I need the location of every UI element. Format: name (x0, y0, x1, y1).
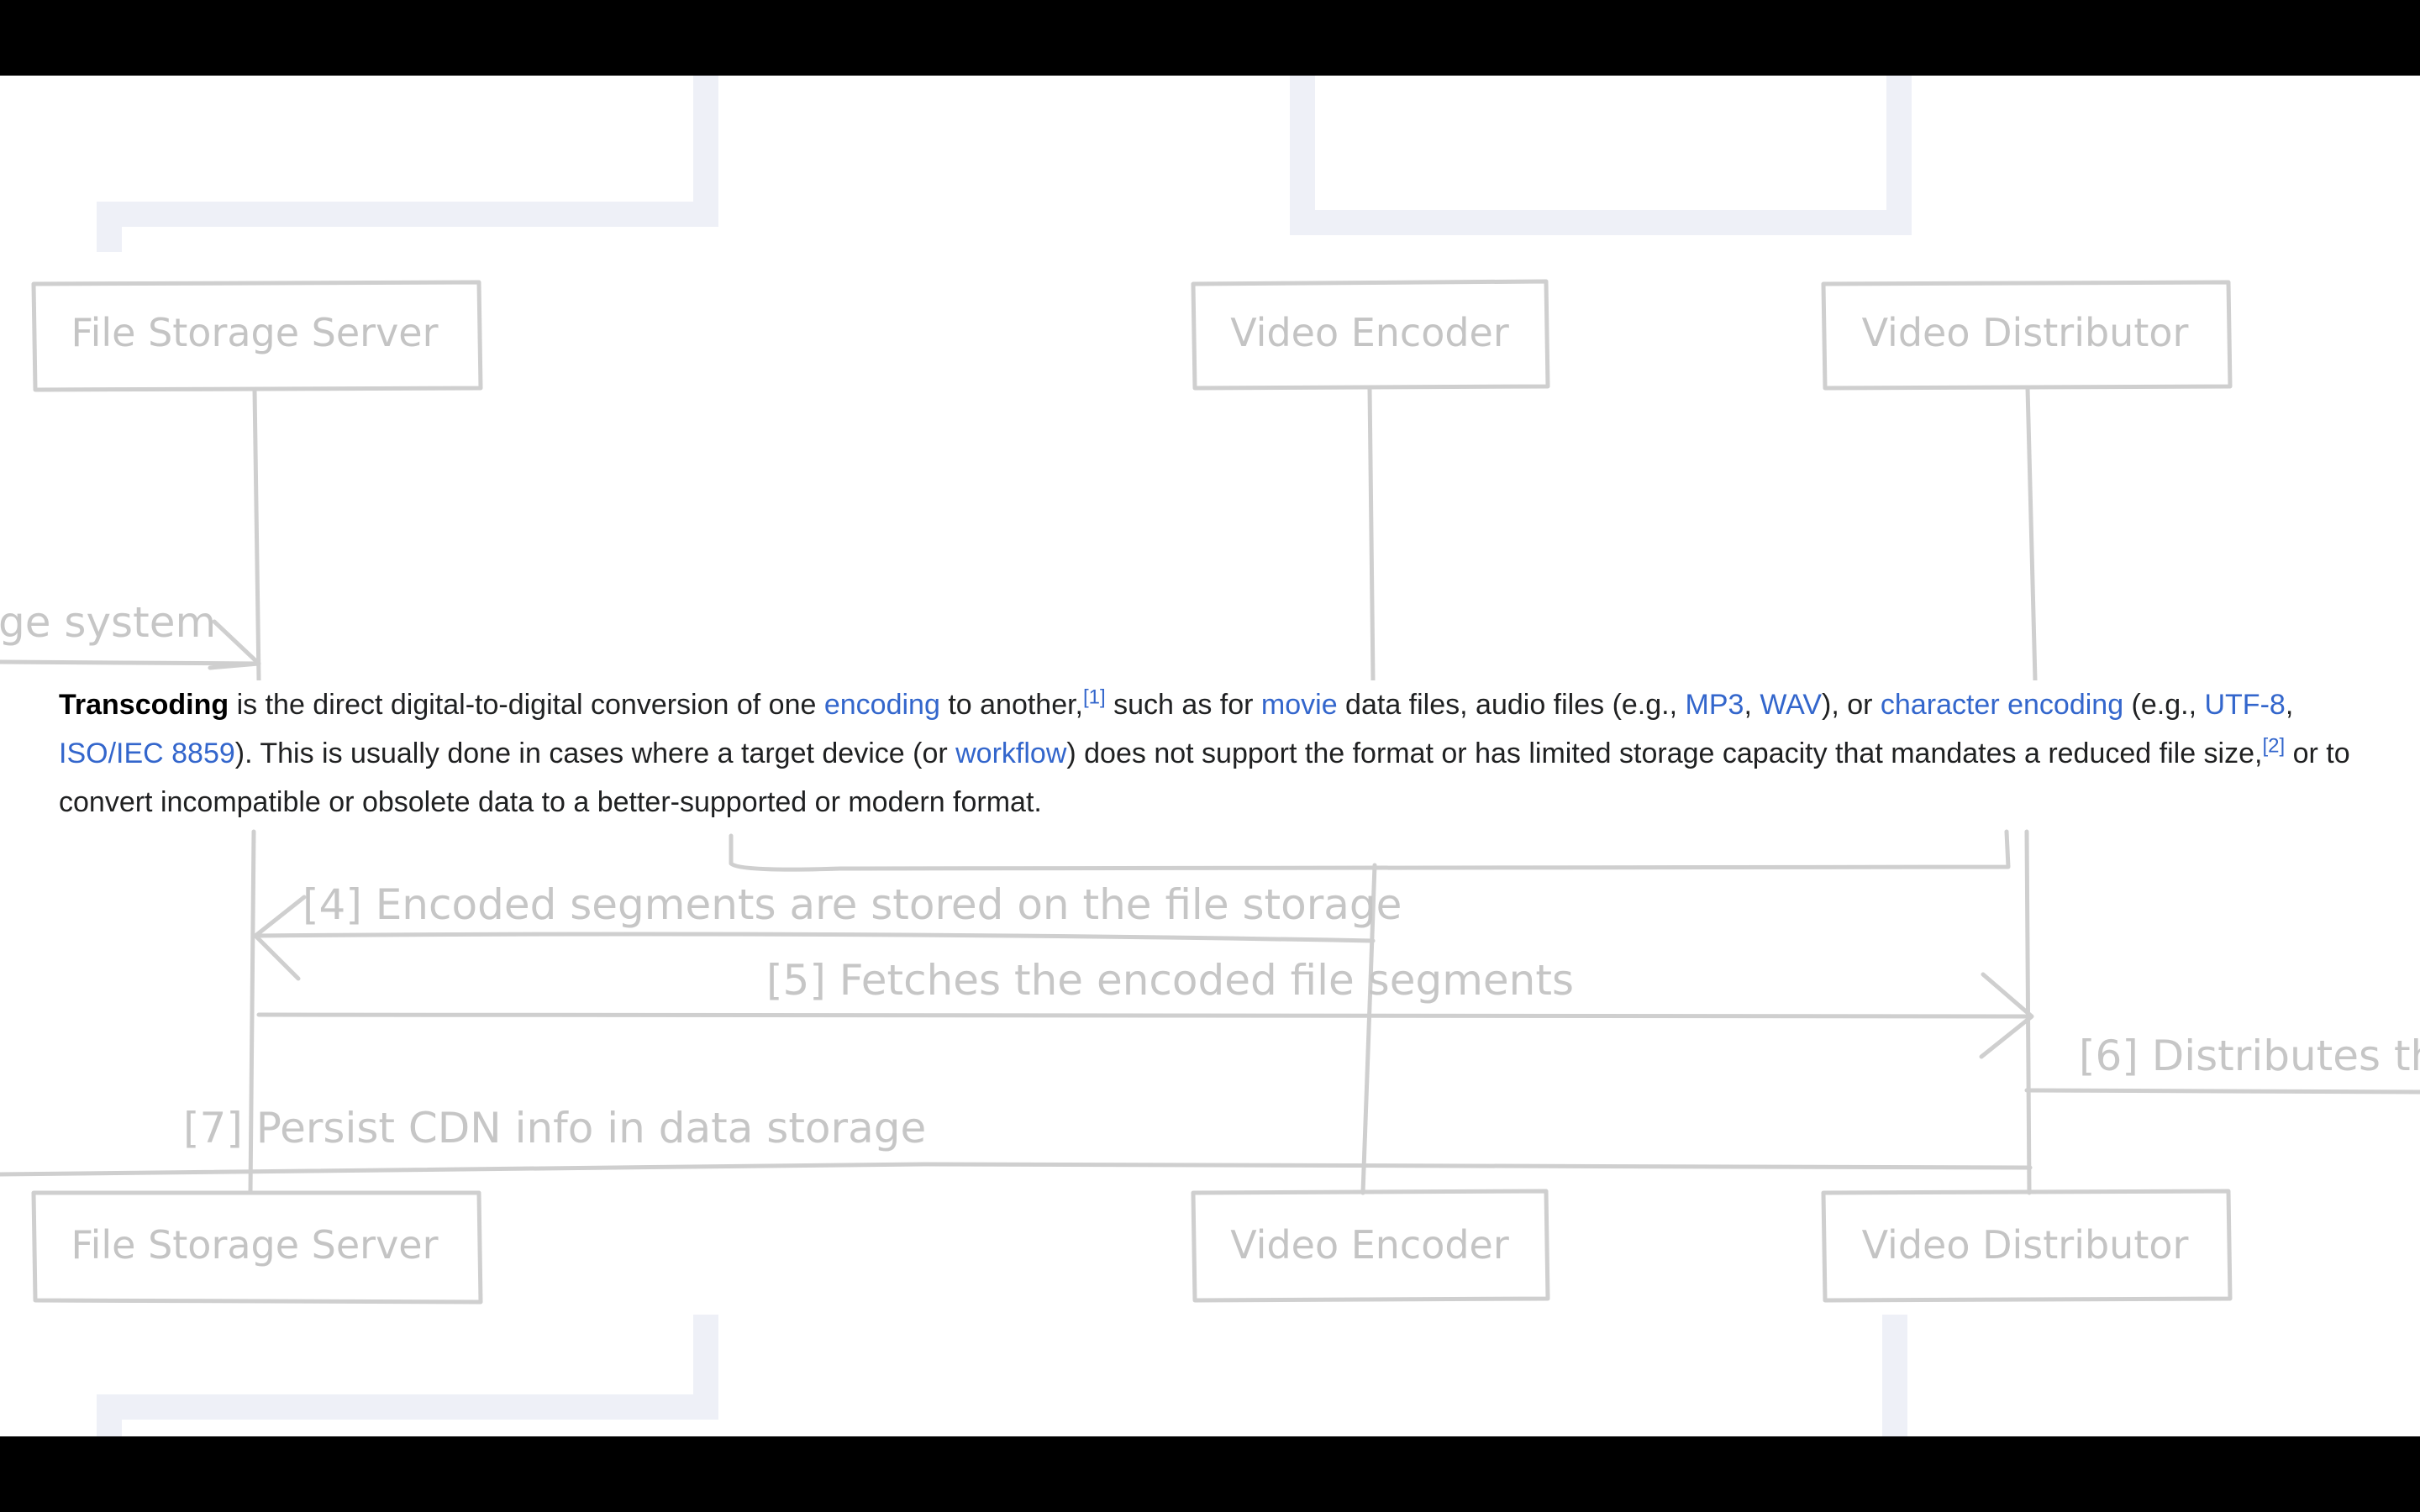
lifeline-encoder (1360, 386, 1377, 1195)
link-workflow[interactable]: workflow (955, 738, 1067, 769)
message-4: [4] Encoded segments are stored on the f… (253, 880, 1402, 981)
article-text: data files, audio files (e.g., (1337, 689, 1686, 721)
svg-text:Video Distributor: Video Distributor (1862, 310, 2189, 355)
article-text: ). This is usually done in cases where a… (234, 738, 956, 769)
article-text: ), or (1822, 689, 1881, 721)
article-paragraph: Transcoding is the direct digital-to-dig… (52, 680, 2402, 827)
group-frame-bottom-left (97, 1315, 718, 1436)
article-text: or to convert incompatible or obsolete d… (59, 738, 2350, 818)
video-frame: File Storage Server Video Encoder Video … (0, 76, 2420, 1436)
link-movie[interactable]: movie (1260, 689, 1338, 721)
article-text: ) does not support the format or has lim… (1066, 738, 2263, 769)
message-6: [6] Distributes the (2024, 1032, 2420, 1095)
svg-text:[7] Persist CDN info in data s: [7] Persist CDN info in data storage (183, 1104, 926, 1152)
article-text: to another, (939, 689, 1084, 721)
svg-text:File Storage Server: File Storage Server (71, 1222, 438, 1268)
article-text: is the direct digital-to-digital convers… (229, 689, 824, 721)
svg-text:[6] Distributes the: [6] Distributes the (2079, 1032, 2420, 1080)
link-iso-iec-8859[interactable]: ISO/IEC 8859 (59, 738, 235, 769)
link-character-encoding[interactable]: character encoding (1880, 689, 2124, 721)
svg-text:Video Encoder: Video Encoder (1230, 1222, 1509, 1268)
lifeline-storage (248, 387, 261, 1195)
svg-text:[5] Fetches the encoded file s: [5] Fetches the encoded file segments (766, 956, 1574, 1005)
svg-text:Video Distributor: Video Distributor (1862, 1222, 2189, 1268)
group-frame-top-right (1290, 76, 1912, 235)
participant-box-distributor-bottom: Video Distributor (1821, 1189, 2233, 1303)
message-7: [7] Persist CDN info in data storage (0, 1104, 2033, 1177)
link-wav[interactable]: WAV (1760, 689, 1823, 721)
message-5: [5] Fetches the encoded file segments (256, 956, 2034, 1059)
article-text: , (1744, 689, 1760, 721)
article-text: , (2285, 689, 2294, 721)
message-storage-system: ge system (0, 598, 261, 670)
article-text: such as for (1105, 689, 1261, 721)
participant-box-storage-bottom: File Storage Server (31, 1190, 483, 1305)
link-mp3[interactable]: MP3 (1685, 689, 1744, 721)
svg-text:[4] Encoded segments are store: [4] Encoded segments are stored on the f… (302, 880, 1402, 929)
reference-2[interactable]: [2] (2262, 734, 2286, 758)
svg-text:File Storage Server: File Storage Server (71, 310, 438, 355)
participant-box-distributor-top: Video Distributor (1821, 280, 2233, 391)
group-frame-top-left (97, 76, 718, 252)
sequence-diagram: File Storage Server Video Encoder Video … (0, 76, 2420, 1436)
activation-bracket (729, 829, 2011, 872)
participant-box-storage-top: File Storage Server (31, 280, 483, 392)
link-utf-8[interactable]: UTF-8 (2204, 689, 2286, 721)
article-term: Transcoding (59, 689, 229, 721)
svg-text:Video Encoder: Video Encoder (1230, 310, 1509, 355)
svg-text:ge system: ge system (0, 598, 216, 647)
reference-1[interactable]: [1] (1083, 685, 1106, 709)
link-encoding[interactable]: encoding (823, 689, 940, 721)
participant-box-encoder-top: Video Encoder (1191, 279, 1550, 391)
article-text: (e.g., (2123, 689, 2205, 721)
participant-box-encoder-bottom: Video Encoder (1191, 1189, 1550, 1303)
